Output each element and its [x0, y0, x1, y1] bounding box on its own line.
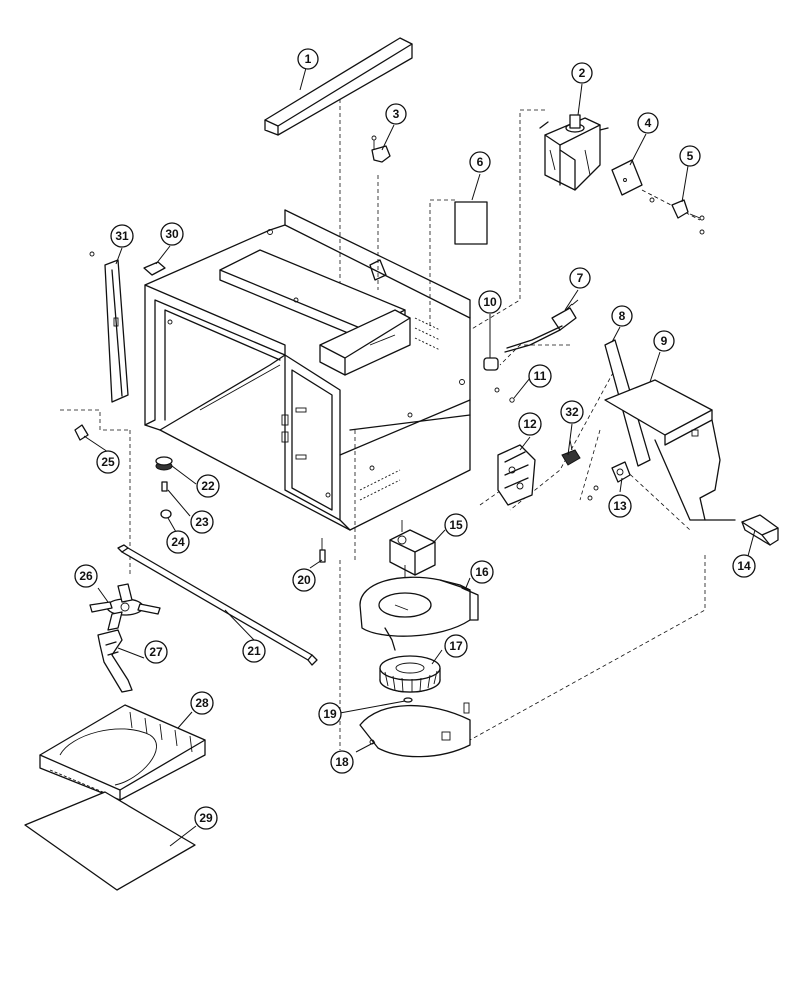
callout-label: 31 — [115, 229, 129, 243]
part-18-base-plate — [359, 702, 471, 758]
part-23-screw — [161, 481, 168, 492]
callout-27: 27 — [144, 640, 168, 664]
callout-label: 23 — [195, 515, 209, 529]
callout-29: 29 — [194, 806, 218, 830]
callout-23: 23 — [190, 510, 214, 534]
part-10-bushing — [483, 357, 499, 371]
callout-label: 10 — [483, 295, 497, 309]
callout-8: 8 — [611, 305, 633, 327]
callout-label: 13 — [613, 499, 627, 513]
part-11-screw — [494, 387, 515, 403]
part-13-switch — [587, 461, 631, 501]
callout-label: 18 — [335, 755, 349, 769]
callout-20: 20 — [292, 568, 316, 592]
callout-22: 22 — [196, 474, 220, 498]
callout-label: 7 — [577, 271, 584, 285]
part-1-top-strip — [264, 37, 413, 136]
callout-label: 32 — [565, 405, 579, 419]
callout-label: 1 — [305, 52, 312, 66]
callout-label: 3 — [393, 107, 400, 121]
callout-label: 19 — [323, 707, 337, 721]
callout-31: 31 — [110, 224, 134, 248]
callout-1: 1 — [297, 48, 319, 70]
part-19-washer — [403, 697, 413, 703]
part-29-sheet — [24, 791, 196, 891]
part-2-magnetron — [539, 114, 609, 191]
callout-label: 9 — [661, 334, 668, 348]
callout-26: 26 — [74, 564, 98, 588]
part-5-thermostat — [649, 197, 705, 235]
callout-label: 5 — [687, 149, 694, 163]
callout-28: 28 — [190, 691, 214, 715]
leader-lines — [83, 67, 756, 847]
callout-label: 4 — [645, 116, 652, 130]
callout-label: 22 — [201, 479, 215, 493]
callout-16: 16 — [470, 560, 494, 584]
part-7-power-cord — [504, 299, 579, 353]
part-20-screw — [319, 538, 326, 563]
part-26-coupler — [89, 583, 161, 631]
part-14-latch — [741, 514, 779, 546]
part-24-washer — [160, 509, 172, 519]
part-25-clip — [74, 424, 89, 441]
callout-label: 25 — [101, 455, 115, 469]
callout-24: 24 — [166, 530, 190, 554]
callout-21: 21 — [242, 639, 266, 663]
callout-10: 10 — [478, 290, 502, 314]
callout-label: 29 — [199, 811, 213, 825]
callout-25: 25 — [96, 450, 120, 474]
part-16-fan-housing — [359, 576, 479, 651]
callout-label: 17 — [449, 639, 463, 653]
callout-9: 9 — [653, 330, 675, 352]
callout-32: 32 — [560, 400, 584, 424]
part-17-fan-wheel — [379, 655, 441, 693]
callout-label: 6 — [477, 155, 484, 169]
callout-14: 14 — [732, 554, 756, 578]
callout-label: 24 — [171, 535, 185, 549]
callout-18: 18 — [330, 750, 354, 774]
callout-17: 17 — [444, 634, 468, 658]
part-28-bottom-tray — [39, 704, 206, 801]
callout-3: 3 — [385, 103, 407, 125]
callout-label: 16 — [475, 565, 489, 579]
callout-label: 27 — [149, 645, 163, 659]
callout-4: 4 — [637, 112, 659, 134]
part-27-shaft — [97, 629, 133, 693]
part-6-label — [454, 201, 488, 245]
callout-label: 14 — [737, 559, 751, 573]
callout-12: 12 — [518, 412, 542, 436]
callout-11: 11 — [528, 364, 552, 388]
callout-13: 13 — [608, 494, 632, 518]
part-4-plate — [611, 159, 701, 221]
callout-15: 15 — [444, 513, 468, 537]
callout-label: 15 — [449, 518, 463, 532]
part-21-long-bar — [117, 544, 318, 666]
callout-label: 20 — [297, 573, 311, 587]
part-12-terminal-block — [497, 444, 536, 506]
callout-label: 11 — [534, 369, 547, 383]
main-cabinet — [144, 209, 471, 531]
part-31-left-rail — [89, 251, 129, 403]
callout-6: 6 — [469, 151, 491, 173]
callout-label: 8 — [619, 309, 626, 323]
callout-label: 30 — [165, 227, 179, 241]
callout-30: 30 — [160, 222, 184, 246]
part-22-foot — [155, 456, 173, 471]
part-9-bracket — [604, 379, 736, 521]
callout-label: 12 — [523, 417, 537, 431]
callout-19: 19 — [318, 702, 342, 726]
part-30-pad — [143, 261, 166, 276]
callout-label: 26 — [79, 569, 93, 583]
callout-label: 2 — [579, 66, 586, 80]
callout-5: 5 — [679, 145, 701, 167]
callout-7: 7 — [569, 267, 591, 289]
callout-2: 2 — [571, 62, 593, 84]
part-32-switch — [561, 439, 581, 466]
callout-label: 28 — [195, 696, 209, 710]
callout-label: 21 — [247, 644, 261, 658]
